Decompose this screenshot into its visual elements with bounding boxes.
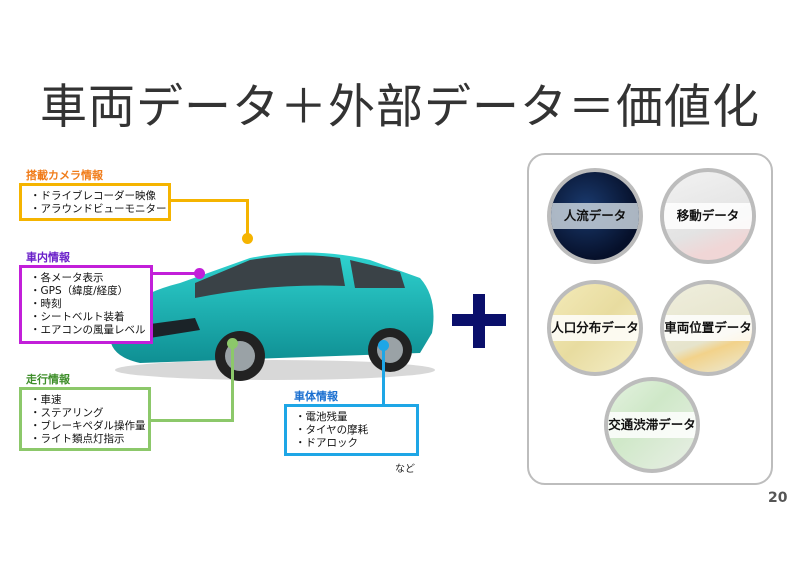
body-item: 電池残量 [295, 411, 416, 424]
camera-connector [171, 199, 249, 202]
body-item: タイヤの摩耗 [295, 424, 416, 437]
body-info-label: 車体情報 [294, 390, 338, 403]
interior-item: GPS（緯度/経度） [30, 285, 150, 298]
driving-connector [231, 344, 234, 422]
people-flow-data-label: 人流データ [551, 203, 639, 229]
interior-item: 各メータ表示 [30, 272, 150, 285]
camera-item: ドライブレコーダー映像 [30, 190, 168, 203]
people-flow-data-circle: 人流データ [547, 168, 643, 264]
driving-marker-dot [227, 338, 238, 349]
population-distribution-data-label: 人口分布データ [551, 315, 639, 341]
interior-info-box: 各メータ表示 GPS（緯度/経度） 時刻 シートベルト装着 エアコンの風量レベル [19, 265, 153, 344]
vehicle-position-data-circle: 車両位置データ [660, 280, 756, 376]
driving-item: ブレーキペダル操作量 [30, 420, 148, 433]
body-info-box: 電池残量 タイヤの摩耗 ドアロック [284, 404, 419, 456]
page-number: 20 [768, 490, 788, 506]
car-image [109, 252, 435, 381]
interior-item: 時刻 [30, 298, 150, 311]
traffic-congestion-data-label: 交通渋滞データ [608, 412, 696, 438]
movement-data-label: 移動データ [664, 203, 752, 229]
etc-note: など [395, 464, 415, 475]
camera-item: アラウンドビューモニター [30, 203, 168, 216]
camera-info-label: 搭載カメラ情報 [26, 169, 103, 182]
interior-marker-dot [194, 268, 205, 279]
camera-marker-dot [242, 233, 253, 244]
vehicle-position-data-label: 車両位置データ [664, 315, 752, 341]
interior-item: シートベルト装着 [30, 311, 150, 324]
interior-connector [153, 272, 199, 275]
driving-info-label: 走行情報 [26, 373, 70, 386]
interior-item: エアコンの風量レベル [30, 324, 150, 337]
driving-info-box: 車速 ステアリング ブレーキペダル操作量 ライト類点灯指示 [19, 387, 151, 451]
body-connector [382, 346, 385, 406]
slide-title: 車両データ＋外部データ＝価値化 [40, 80, 760, 135]
plus-icon [452, 294, 506, 348]
driving-item: ライト類点灯指示 [30, 433, 148, 446]
driving-item: ステアリング [30, 407, 148, 420]
movement-data-circle: 移動データ [660, 168, 756, 264]
body-marker-dot [378, 340, 389, 351]
interior-info-label: 車内情報 [26, 251, 70, 264]
driving-connector [151, 419, 234, 422]
population-distribution-data-circle: 人口分布データ [547, 280, 643, 376]
traffic-congestion-data-circle: 交通渋滞データ [604, 377, 700, 473]
camera-connector [246, 199, 249, 237]
camera-info-box: ドライブレコーダー映像 アラウンドビューモニター [19, 183, 171, 221]
driving-item: 車速 [30, 394, 148, 407]
body-item: ドアロック [295, 437, 416, 450]
